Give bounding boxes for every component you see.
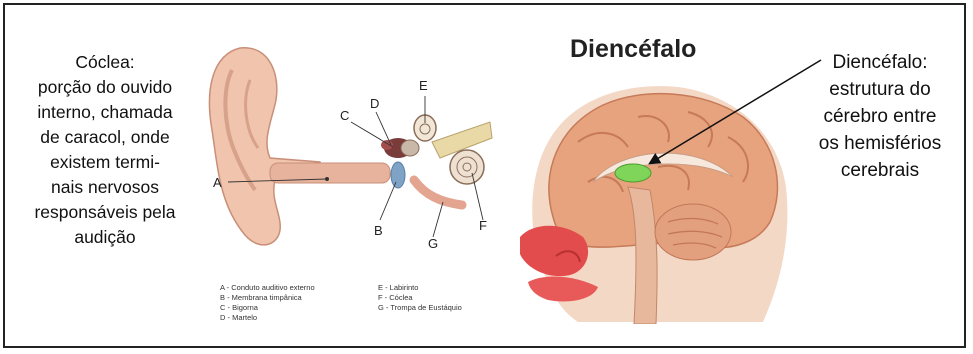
ear-legend-right: E - Labirinto F - Cóclea G - Trompa de E… [378,283,462,313]
cochlea-caption: Cóclea: porção do ouvido interno, chamad… [10,50,200,250]
cochlea [450,150,484,184]
legend-entry: F - Cóclea [378,293,462,303]
brain-illustration [508,72,793,324]
caption-line: Diencéfalo: [795,49,965,76]
ear-label-e: E [419,78,428,93]
ossicle-anvil [401,140,419,156]
ear-label-d: D [370,96,379,111]
ear-label-a: A [213,175,222,190]
pinna [209,48,320,245]
caption-line: cerebrais [795,157,965,184]
caption-line: porção do ouvido [10,75,200,100]
pointer-line [380,182,396,220]
cerebellum [655,204,731,260]
diencephalon-caption: Diencéfalo: estrutura do cérebro entre o… [795,49,965,184]
caption-line: cérebro entre [795,103,965,130]
pointer-line [433,202,443,237]
caption-line: existem termi- [10,150,200,175]
tympanic-membrane [391,162,405,188]
ear-label-c: C [340,108,349,123]
caption-line: responsáveis pela [10,200,200,225]
caption-line: estrutura do [795,76,965,103]
legend-entry: E - Labirinto [378,283,462,293]
ear-legend-left: A - Conduto auditivo externo B - Membran… [220,283,315,323]
legend-entry: D - Martelo [220,313,315,323]
caption-line: interno, chamada [10,100,200,125]
ear-illustration [200,30,500,260]
ear-label-g: G [428,236,438,251]
caption-line: os hemisférios [795,130,965,157]
eustachian-tube [414,180,462,205]
brain-title: Diencéfalo [570,35,696,64]
legend-entry: C - Bigorna [220,303,315,313]
caption-line: de caracol, onde [10,125,200,150]
legend-entry: G - Trompa de Eustáquio [378,303,462,313]
ear-label-f: F [479,218,487,233]
caption-line: audição [10,225,200,250]
ear-label-b: B [374,223,383,238]
caption-line: Cóclea: [10,50,200,75]
legend-entry: B - Membrana timpânica [220,293,315,303]
caption-line: nais nervosos [10,175,200,200]
diencephalon-highlight [615,164,651,182]
legend-entry: A - Conduto auditivo externo [220,283,315,293]
pointer-line [376,112,391,145]
